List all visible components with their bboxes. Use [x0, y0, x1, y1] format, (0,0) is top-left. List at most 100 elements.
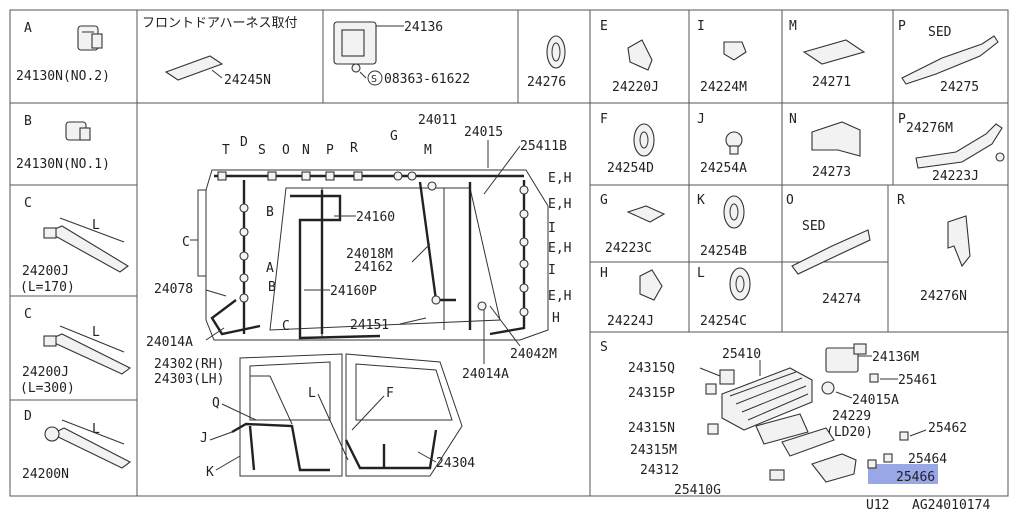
harness-wire — [489, 180, 526, 336]
svg-text:T: T — [222, 143, 230, 158]
section-p-sed: P SED 24275 — [898, 19, 999, 95]
svg-text:24224J: 24224J — [607, 314, 654, 329]
svg-text:L: L — [308, 386, 316, 401]
svg-text:24015A: 24015A — [852, 393, 899, 408]
main-harness-diagram: T D S O N P R G M B C A B C E,H E,H I E,… — [146, 113, 571, 382]
svg-text:24223J: 24223J — [932, 169, 979, 184]
cover-icon — [781, 427, 835, 457]
svg-text:25410: 25410 — [722, 347, 761, 362]
svg-text:(LD20): (LD20) — [826, 425, 873, 440]
svg-text:R: R — [350, 141, 358, 156]
svg-text:H: H — [552, 311, 560, 326]
svg-text:24315N: 24315N — [628, 421, 675, 436]
clamp-icon — [639, 269, 663, 301]
fuse-box-icon — [721, 367, 813, 431]
svg-text:24315M: 24315M — [630, 443, 677, 458]
front-door-outline — [239, 353, 343, 477]
group-bracket — [197, 189, 206, 277]
svg-text:24229: 24229 — [832, 409, 871, 424]
svg-text:24274: 24274 — [822, 292, 861, 307]
section-l: L 24254C — [697, 266, 751, 329]
svg-text:25462: 25462 — [928, 421, 967, 436]
svg-text:S: S — [258, 143, 266, 158]
section-letter: A — [24, 21, 32, 36]
svg-text:24224M: 24224M — [700, 80, 747, 95]
dimension-label: L — [92, 422, 100, 437]
svg-text:B: B — [266, 205, 274, 220]
section-top-bracket: 24136 S 08363-61622 — [333, 20, 470, 87]
reference-code: AG24010174 — [912, 498, 990, 510]
svg-text:E,H: E,H — [548, 171, 571, 186]
harness-protector-icon — [901, 35, 999, 85]
svg-text:24162: 24162 — [354, 260, 393, 275]
harness-protector-icon — [915, 123, 1003, 169]
pad-icon — [802, 39, 866, 65]
cable-tie-icon — [43, 325, 132, 375]
footer-codes: U12 AG24010174 — [866, 498, 990, 513]
section-d: D L 24200N — [22, 409, 132, 482]
svg-text:A: A — [266, 261, 274, 276]
bracket-icon — [811, 453, 857, 483]
section-letter: D — [24, 409, 32, 424]
svg-text:24276M: 24276M — [906, 121, 953, 136]
car-body-outline — [205, 169, 549, 341]
svg-text:24302(RH): 24302(RH) — [154, 357, 224, 372]
svg-text:Q: Q — [212, 396, 220, 411]
section-p-protector: P 24276M 24223J — [898, 112, 1005, 184]
svg-text:E,H: E,H — [548, 197, 571, 212]
part-number: 24130N(NO.2) — [16, 69, 110, 84]
harness-wire — [248, 425, 256, 471]
relay-icon — [705, 383, 717, 395]
svg-text:24254B: 24254B — [700, 244, 747, 259]
section-letter: C — [24, 196, 32, 211]
svg-text:P: P — [326, 143, 334, 158]
section-g: G 24223C — [600, 193, 666, 256]
svg-text:S: S — [600, 340, 608, 355]
svg-text:O: O — [282, 143, 290, 158]
clip-icon — [626, 205, 666, 223]
svg-text:24223C: 24223C — [605, 241, 652, 256]
section-a: A 24130N(NO.2) — [16, 21, 110, 84]
svg-text:24275: 24275 — [940, 80, 979, 95]
bracket-icon — [333, 21, 377, 73]
svg-text:24042M: 24042M — [510, 347, 557, 362]
length-note: (L=300) — [20, 381, 75, 396]
svg-text:E,H: E,H — [548, 289, 571, 304]
grommet-icon — [633, 123, 655, 157]
svg-text:24273: 24273 — [812, 165, 851, 180]
part-number: 24200J — [22, 264, 69, 279]
clip-icon — [627, 39, 653, 71]
fuse-icon — [769, 469, 785, 481]
svg-text:24151: 24151 — [350, 318, 389, 333]
harness-wire — [344, 429, 438, 470]
svg-text:24015: 24015 — [464, 125, 503, 140]
svg-text:J: J — [200, 431, 208, 446]
part-number: 08363-61622 — [384, 72, 470, 87]
svg-text:24254C: 24254C — [700, 314, 747, 329]
harness-protector-icon — [791, 229, 871, 275]
svg-text:F: F — [600, 112, 608, 127]
svg-text:24271: 24271 — [812, 75, 851, 90]
section-f: F 24254D — [600, 112, 655, 176]
grommet-icon — [546, 35, 566, 69]
terminal-icon — [869, 373, 879, 383]
svg-text:C: C — [282, 319, 290, 334]
svg-text:24160P: 24160P — [330, 284, 377, 299]
clamp-icon — [723, 41, 747, 61]
svg-text:24312: 24312 — [640, 463, 679, 478]
section-letter: B — [24, 114, 32, 129]
svg-text:24254D: 24254D — [607, 161, 654, 176]
section-c-170: C L 24200J (L=170) — [20, 196, 129, 295]
svg-text:K: K — [697, 193, 705, 208]
section-c-300: C L 24200J (L=300) — [20, 307, 132, 396]
svg-text:H: H — [600, 266, 608, 281]
svg-text:24276N: 24276N — [920, 289, 967, 304]
svg-text:D: D — [240, 135, 248, 150]
svg-text:24014A: 24014A — [146, 335, 193, 350]
svg-text:24315Q: 24315Q — [628, 361, 675, 376]
svg-text:24220J: 24220J — [612, 80, 659, 95]
section-m: M 24271 — [789, 19, 866, 90]
terminal-icon — [867, 459, 877, 469]
